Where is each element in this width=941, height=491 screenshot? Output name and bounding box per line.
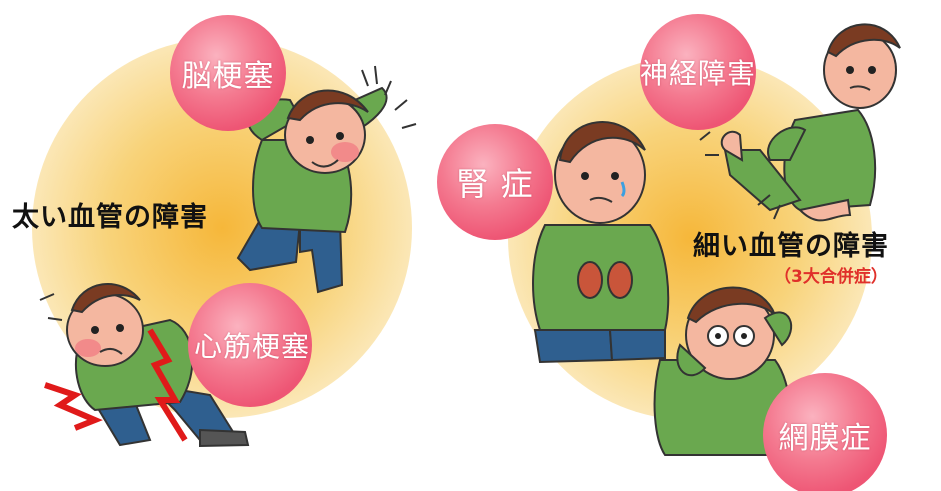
character-kidney-icon: [532, 121, 670, 364]
character-neuropathy-icon: [699, 23, 901, 222]
character-retinopathy-icon: [653, 286, 792, 456]
label-nephropathy: 腎 症: [456, 165, 534, 203]
label-neuropathy: 神経障害: [639, 57, 757, 90]
label-retinopathy: 網膜症: [778, 421, 872, 456]
bubble-myocardial-infarction: [188, 283, 312, 407]
small-vessel-title: 細い血管の障害: [693, 231, 889, 262]
label-myocardial-infarction: 心筋梗塞: [193, 330, 311, 363]
bubble-brain-infarction: [170, 15, 286, 131]
large-vessel-title: 太い血管の障害: [12, 202, 208, 233]
bubble-retinopathy: [763, 373, 887, 491]
character-chest-pain-icon: [39, 283, 250, 448]
bubble-nephropathy: [437, 124, 553, 240]
small-vessel-subtitle: （3大合併症）: [774, 267, 888, 287]
bubble-neuropathy: [640, 14, 756, 130]
character-headache-icon: [236, 65, 417, 294]
label-brain-infarction: 脳梗塞: [181, 59, 275, 94]
